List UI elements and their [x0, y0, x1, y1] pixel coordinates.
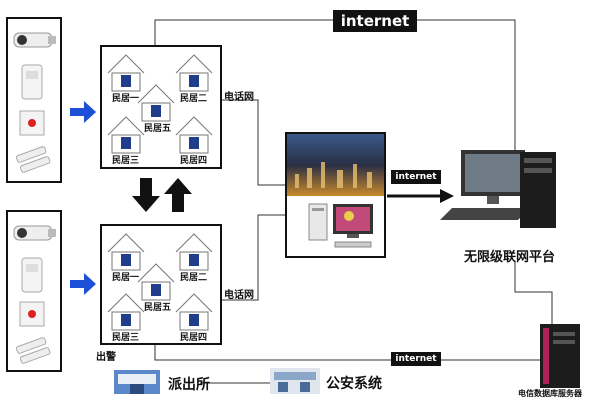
house-label: 民居四 — [180, 156, 208, 166]
house-icons-lower — [107, 233, 213, 331]
server-monitor-icon — [440, 150, 530, 220]
phone-line-lower — [222, 214, 285, 301]
house-label: 民居五 — [144, 124, 172, 134]
alarm-dispatch-label: 出警 — [96, 352, 116, 363]
house-label: 民居三 — [112, 333, 140, 343]
house-label: 民居一 — [112, 94, 140, 104]
house-label: 民居一 — [112, 273, 140, 283]
house-label: 民居三 — [112, 156, 140, 166]
device-icons-lower — [13, 225, 56, 364]
monitoring-center — [285, 132, 386, 258]
house-label: 民居二 — [180, 273, 208, 283]
device-icons-upper — [13, 32, 56, 173]
panic-button-icon — [19, 110, 45, 136]
database-server-icon — [540, 324, 580, 388]
public-security-label: 公安系统 — [326, 376, 382, 392]
motion-sensor-icon — [21, 257, 43, 293]
tower-pc-icon — [520, 152, 556, 228]
phone-network-label-top: 电话网 — [224, 92, 254, 103]
house-label: 民居二 — [180, 94, 208, 104]
phone-network-label-bottom: 电话网 — [224, 290, 254, 301]
residence-group-lower: 民居一 民居二 民居五 民居三 民居四 — [100, 224, 222, 345]
residence-group-upper: 民居一 民居二 民居五 民居三 民居四 — [100, 45, 222, 169]
telecom-server-label: 电信数据库服务器 — [518, 389, 582, 398]
door-sensor-icon — [15, 337, 51, 364]
police-station-image — [114, 370, 160, 394]
desktop-computer-icon — [308, 203, 373, 248]
internet-badge-bottom: internet — [391, 352, 441, 366]
internet-arrow — [387, 189, 454, 203]
server-line — [514, 262, 553, 325]
house-label: 民居五 — [144, 303, 172, 313]
motion-sensor-icon — [21, 64, 43, 100]
panic-button-icon — [19, 301, 45, 327]
device-column-upper — [6, 17, 62, 183]
platform-label: 无限级联网平台 — [464, 250, 556, 265]
blue-arrows — [70, 101, 96, 295]
police-station-label: 派出所 — [168, 377, 210, 393]
internet-badge-middle: internet — [391, 170, 441, 184]
door-sensor-icon — [15, 146, 51, 173]
camera-icon — [13, 225, 56, 241]
monitoring-images — [287, 134, 384, 248]
phone-line-upper — [222, 99, 285, 186]
house-label: 民居四 — [180, 333, 208, 343]
public-security-image — [270, 368, 320, 394]
city-photo — [287, 134, 384, 196]
internet-badge-top: internet — [333, 10, 417, 32]
device-column-lower — [6, 210, 62, 372]
updown-arrows — [132, 178, 192, 212]
house-icons-upper — [107, 54, 213, 154]
camera-icon — [13, 32, 56, 48]
